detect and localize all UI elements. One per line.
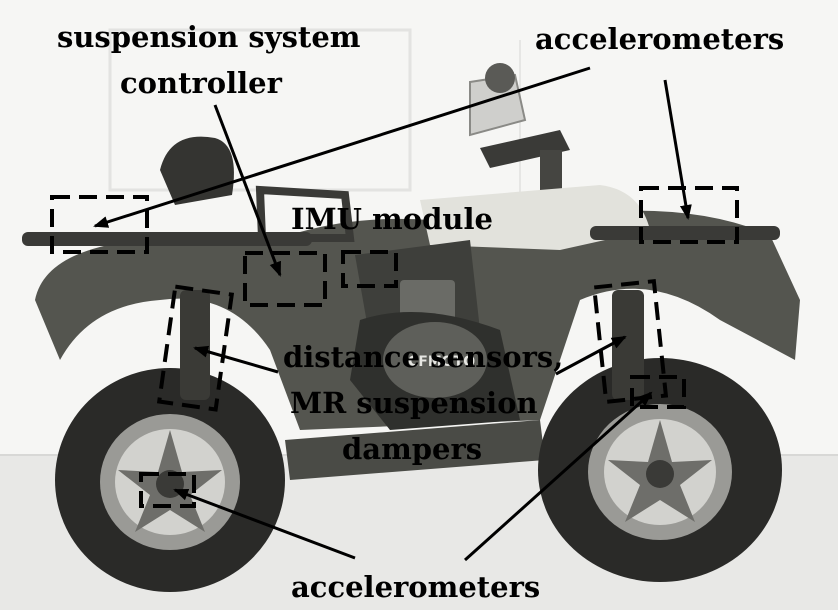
handlebar <box>480 130 570 168</box>
box-imu-module <box>341 250 398 288</box>
label-imu-module: IMU module <box>291 202 493 236</box>
mirror <box>485 63 515 93</box>
label-controller-line1: suspension system <box>57 20 361 54</box>
box-front-distance-sensor <box>592 278 669 405</box>
front-wheel <box>538 358 782 582</box>
front-damper <box>612 290 644 400</box>
rear-rack <box>22 232 312 246</box>
arrow-accel-top-to-front <box>663 79 692 220</box>
rear-damper <box>180 290 210 400</box>
label-distance-line1: distance sensors, <box>283 340 564 374</box>
arrow-accel-bottom-to-front <box>463 391 653 562</box>
arrow-distance-rear <box>193 345 279 374</box>
footrest <box>285 420 545 480</box>
label-accelerometers-top: accelerometers <box>535 22 785 56</box>
arrow-distance-front <box>555 335 627 376</box>
box-front-accelerometer <box>639 186 739 244</box>
arrow-accel-bottom-to-rear <box>173 488 356 560</box>
box-suspension-controller <box>243 251 327 307</box>
front-rack <box>590 226 780 240</box>
label-distance-line3: dampers <box>342 432 483 466</box>
arrow-accel-top-to-rear <box>93 66 591 228</box>
brand-mark: CFMOTO <box>408 354 475 370</box>
box-rear-wheel-accelerometer <box>139 472 196 508</box>
arrow-controller <box>213 104 282 277</box>
engine-cover <box>383 322 487 398</box>
label-accelerometers-bottom: accelerometers <box>291 570 541 604</box>
box-rear-accelerometer <box>50 195 149 254</box>
label-distance-line2: MR suspension <box>290 386 538 420</box>
box-rear-distance-sensor <box>156 284 235 412</box>
windscreen <box>469 73 527 137</box>
box-front-wheel-accelerometer <box>630 375 686 409</box>
rear-wheel <box>55 368 285 592</box>
label-controller-line2: controller <box>120 66 282 100</box>
